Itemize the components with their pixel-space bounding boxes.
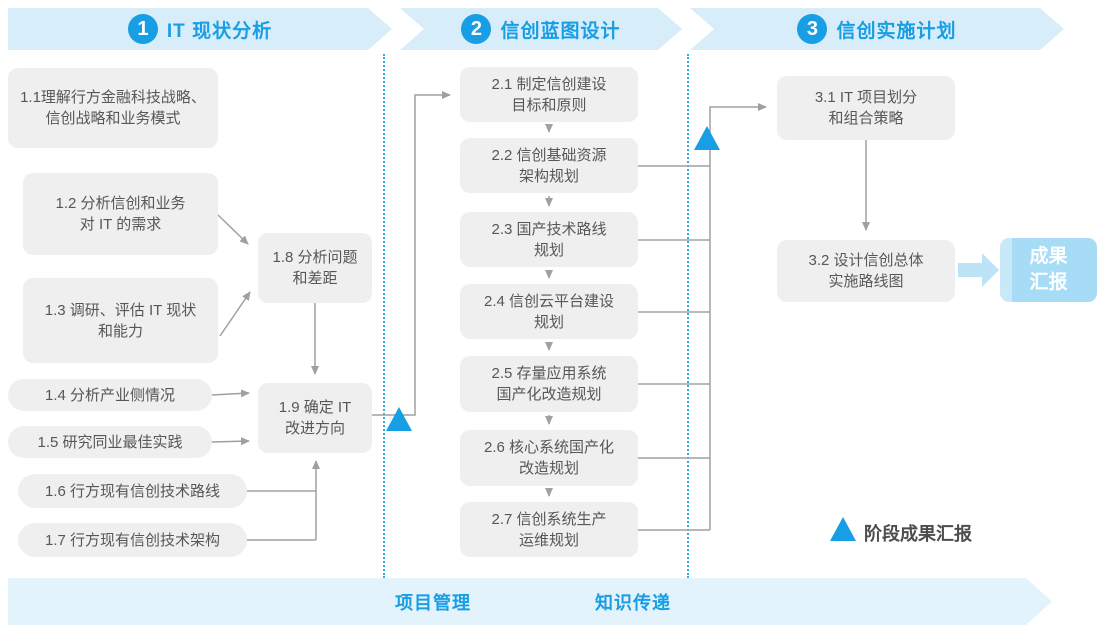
connector-1-2-to-1-8	[217, 214, 249, 245]
connector-1-4-to-1-9	[211, 389, 250, 398]
phase-1-number-badge: 1	[128, 14, 158, 44]
step-box-1-1: 1.1理解行方金融科技战略、 信创战略和业务模式	[8, 68, 218, 148]
step-box-1-7: 1.7 行方现有信创技术架构	[18, 523, 247, 557]
step-box-1-8: 1.8 分析问题 和差距	[258, 233, 372, 303]
phase-separator-dotted-line	[687, 54, 689, 578]
milestone-triangle-icon	[694, 126, 720, 150]
result-report-box: 成果 汇报	[1000, 238, 1097, 302]
step-box-2-2: 2.2 信创基础资源 架构规划	[460, 138, 638, 193]
step-box-2-7: 2.7 信创系统生产 运维规划	[460, 502, 638, 557]
step-box-2-1: 2.1 制定信创建设 目标和原则	[460, 67, 638, 122]
step-box-2-3: 2.3 国产技术路线 规划	[460, 212, 638, 267]
footer-item-project-management: 项目管理	[395, 592, 471, 613]
legend-label: 阶段成果汇报	[864, 524, 972, 544]
footer-item-knowledge-transfer: 知识传递	[595, 592, 671, 613]
step-box-2-4: 2.4 信创云平台建设 规划	[460, 284, 638, 339]
step-box-2-5: 2.5 存量应用系统 国产化改造规划	[460, 356, 638, 412]
milestone-triangle-icon	[386, 407, 412, 431]
result-fat-arrow-icon	[958, 253, 999, 287]
connector-bus-to-3-1	[709, 103, 767, 530]
phase-2-number-badge: 2	[461, 14, 491, 44]
phase-separator-dotted-line	[383, 54, 385, 578]
step-box-1-5: 1.5 研究同业最佳实践	[8, 426, 212, 458]
footer-banner: 项目管理 知识传递	[8, 578, 1052, 625]
phase-3-number-badge: 3	[797, 14, 827, 44]
step-box-3-2: 3.2 设计信创总体 实施路线图	[777, 240, 955, 302]
phase-3-title: 信创实施计划	[836, 20, 957, 42]
phase-banner-3: 3 信创实施计划	[690, 8, 1064, 50]
gray-connectors	[211, 91, 870, 541]
connector-1-3-to-1-8	[219, 291, 251, 337]
step-box-2-6: 2.6 核心系统国产化 改造规划	[460, 430, 638, 486]
phase-banner-1: 1 IT 现状分析	[8, 8, 392, 50]
connector-1-9-to-2-1	[372, 91, 451, 416]
step-box-3-1: 3.1 IT 项目划分 和组合策略	[777, 76, 955, 140]
phase-2-title: 信创蓝图设计	[500, 20, 621, 42]
step-box-1-6: 1.6 行方现有信创技术路线	[18, 474, 247, 508]
step-box-1-2: 1.2 分析信创和业务 对 IT 的需求	[23, 173, 218, 255]
step-box-1-3: 1.3 调研、评估 IT 现状 和能力	[23, 278, 218, 363]
step-box-1-9: 1.9 确定 IT 改进方向	[258, 383, 372, 453]
connector-1-5-to-1-9	[211, 437, 250, 446]
phase-banner-2: 2 信创蓝图设计	[400, 8, 682, 50]
step-box-1-4: 1.4 分析产业侧情况	[8, 379, 212, 411]
legend-triangle-icon	[830, 517, 856, 541]
phase-1-title: IT 现状分析	[166, 20, 273, 42]
